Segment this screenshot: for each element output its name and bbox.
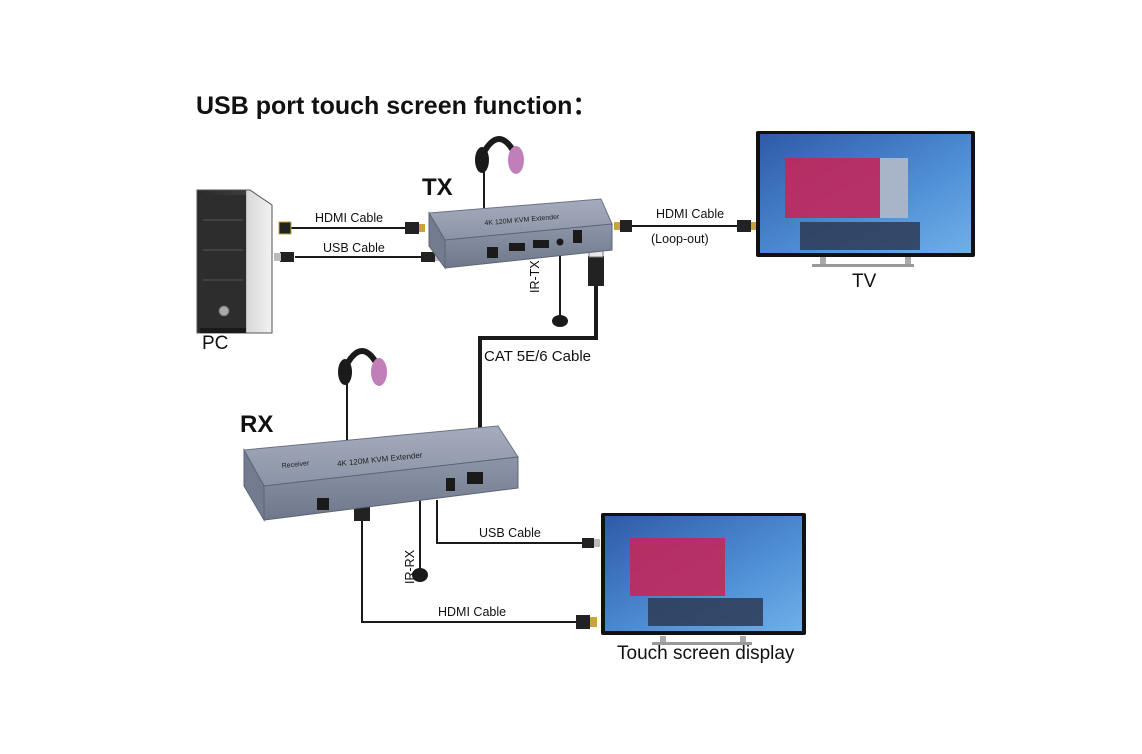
rj45-plug-icon	[588, 256, 604, 286]
cable-ir-tx	[552, 245, 568, 327]
ir-sensor-icon	[552, 315, 568, 327]
tv-monitor	[756, 131, 975, 267]
ir-tx-label: IR-TX	[528, 260, 542, 293]
touch-display	[601, 513, 806, 645]
headphones-icon	[338, 348, 387, 440]
tx-ir-port	[556, 238, 564, 246]
hdmi-plug-icon	[620, 220, 632, 232]
pc-label: PC	[202, 333, 229, 354]
cable-rx-usb	[436, 500, 600, 548]
usb-plug-icon	[280, 252, 294, 262]
hdmi-plug-icon	[737, 220, 751, 232]
tx-hdmi-in-port	[509, 243, 525, 251]
page-title: USB port touch screen function：	[196, 92, 598, 120]
pc-usb-cable-label: USB Cable	[323, 241, 385, 255]
tx-power-port	[487, 247, 498, 258]
hdmi-plug-icon	[278, 221, 292, 235]
rx-panel-sub: Receiver	[281, 460, 310, 470]
tv-loop-out-label: (Loop-out)	[651, 232, 709, 246]
headphones-icon	[475, 136, 524, 208]
rx-power-port	[317, 498, 329, 510]
tv-hdmi-cable-label: HDMI Cable	[656, 207, 725, 221]
rx-extender: 4K 120M KVM Extender Receiver	[243, 425, 519, 522]
cable-ir-rx	[412, 500, 428, 582]
usb-plug-icon	[582, 538, 594, 548]
tx-label: TX	[422, 174, 453, 201]
tx-hdmi-loop-port	[533, 240, 549, 248]
ir-sensor-icon	[412, 568, 428, 582]
usb-plug-icon	[421, 252, 435, 262]
cat-cable-label: CAT 5E/6 Cable	[484, 348, 591, 365]
pc-tower	[196, 189, 273, 334]
hdmi-plug-icon	[405, 222, 419, 234]
pc-hdmi-cable-label: HDMI Cable	[315, 211, 384, 225]
touch-display-label: Touch screen display	[617, 643, 795, 664]
rx-label: RX	[240, 411, 274, 438]
rx-usb-cable-label: USB Cable	[479, 526, 541, 540]
ir-rx-label: IR-RX	[403, 549, 417, 584]
rx-rj45-port	[467, 472, 483, 484]
cable-tv-hdmi	[614, 220, 757, 232]
rx-hdmi-cable-label: HDMI Cable	[438, 605, 507, 619]
cable-pc-hdmi	[278, 221, 425, 235]
tx-extender: 4K 120M KVM Extender	[428, 198, 613, 270]
tx-usb-port	[573, 230, 582, 243]
hdmi-plug-icon	[576, 615, 590, 629]
hdmi-plug-icon	[354, 505, 370, 521]
tv-label: TV	[852, 271, 877, 292]
rx-usb-port	[446, 478, 455, 491]
